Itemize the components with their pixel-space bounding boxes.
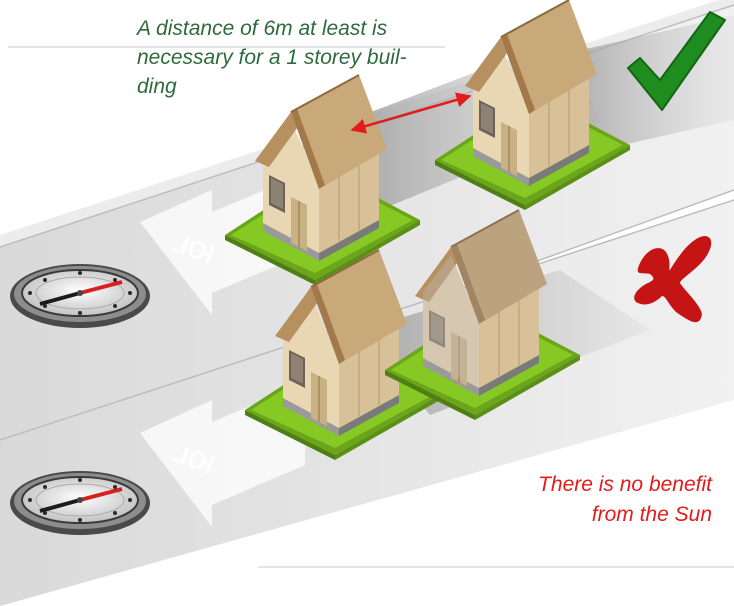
distance-arrow xyxy=(350,92,472,134)
compass-icon xyxy=(8,262,152,330)
check-mark-icon xyxy=(627,11,726,111)
caption-line: necessary for a 1 storey buil- xyxy=(137,46,407,69)
caption-line: from the Sun xyxy=(591,503,712,526)
house-far-bad-shaded xyxy=(384,209,581,421)
caption-line: A distance of 6m at least is xyxy=(137,17,388,40)
caption-line: ding xyxy=(137,75,177,98)
compass-icon xyxy=(8,469,152,537)
caption-no-sun-benefit: There is no benefit from the Sun xyxy=(472,470,712,530)
caption-distance-note: A distance of 6m at least is necessary f… xyxy=(137,14,437,101)
cross-mark-icon xyxy=(634,236,712,323)
caption-line: There is no benefit xyxy=(538,473,712,496)
